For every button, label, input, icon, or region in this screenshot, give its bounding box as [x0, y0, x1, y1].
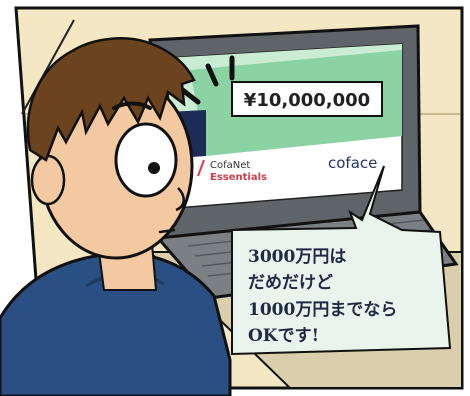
- man-mouth: [158, 228, 176, 234]
- brand-line2: Essentials: [210, 172, 267, 183]
- brand-slash: [197, 159, 205, 177]
- man-eyebrow: [112, 101, 152, 110]
- man-eye: [114, 122, 178, 198]
- speech-line-4: OKです!: [248, 326, 319, 346]
- man-nose: [175, 187, 185, 212]
- speech-bubble: [231, 165, 452, 356]
- surprise-mark: [205, 63, 219, 87]
- man-hair: [26, 37, 196, 162]
- amount-box: [231, 81, 383, 117]
- speech-line-3: 1000万円までなら: [248, 300, 397, 320]
- panel-inner-line: [21, 19, 75, 115]
- speech-line-2: だめだけど: [248, 273, 333, 293]
- coface-logo: coface: [328, 154, 377, 172]
- amount-text: ¥10,000,000: [244, 90, 370, 111]
- speech-line-1: 3000万円は: [248, 247, 346, 267]
- man-ear: [30, 154, 66, 206]
- man-pupil: [148, 162, 160, 174]
- brand-line1: CofaNet: [210, 160, 250, 171]
